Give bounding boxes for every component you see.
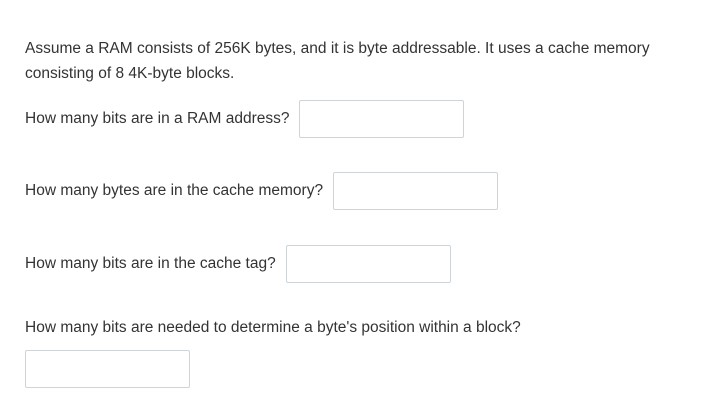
answer-input-byte-position-bits[interactable]: [25, 350, 190, 389]
question-3: How many bits are in the cache tag?: [25, 245, 451, 283]
question-2-label: How many bytes are in the cache memory?: [25, 181, 324, 199]
answer-input-cache-tag-bits[interactable]: [285, 245, 451, 283]
problem-statement: Assume a RAM consists of 256K bytes, and…: [25, 39, 650, 83]
answer-input-cache-bytes[interactable]: [333, 172, 499, 210]
question-1-label: How many bits are in a RAM address?: [25, 109, 290, 127]
question-4-label: How many bits are needed to determine a …: [25, 319, 521, 336]
question-4: How many bits are needed to determine a …: [25, 318, 521, 389]
question-1: How many bits are in a RAM address?: [25, 100, 465, 138]
question-2: How many bytes are in the cache memory?: [25, 172, 499, 210]
question-3-label: How many bits are in the cache tag?: [25, 254, 276, 272]
answer-input-ram-address-bits[interactable]: [299, 100, 465, 138]
